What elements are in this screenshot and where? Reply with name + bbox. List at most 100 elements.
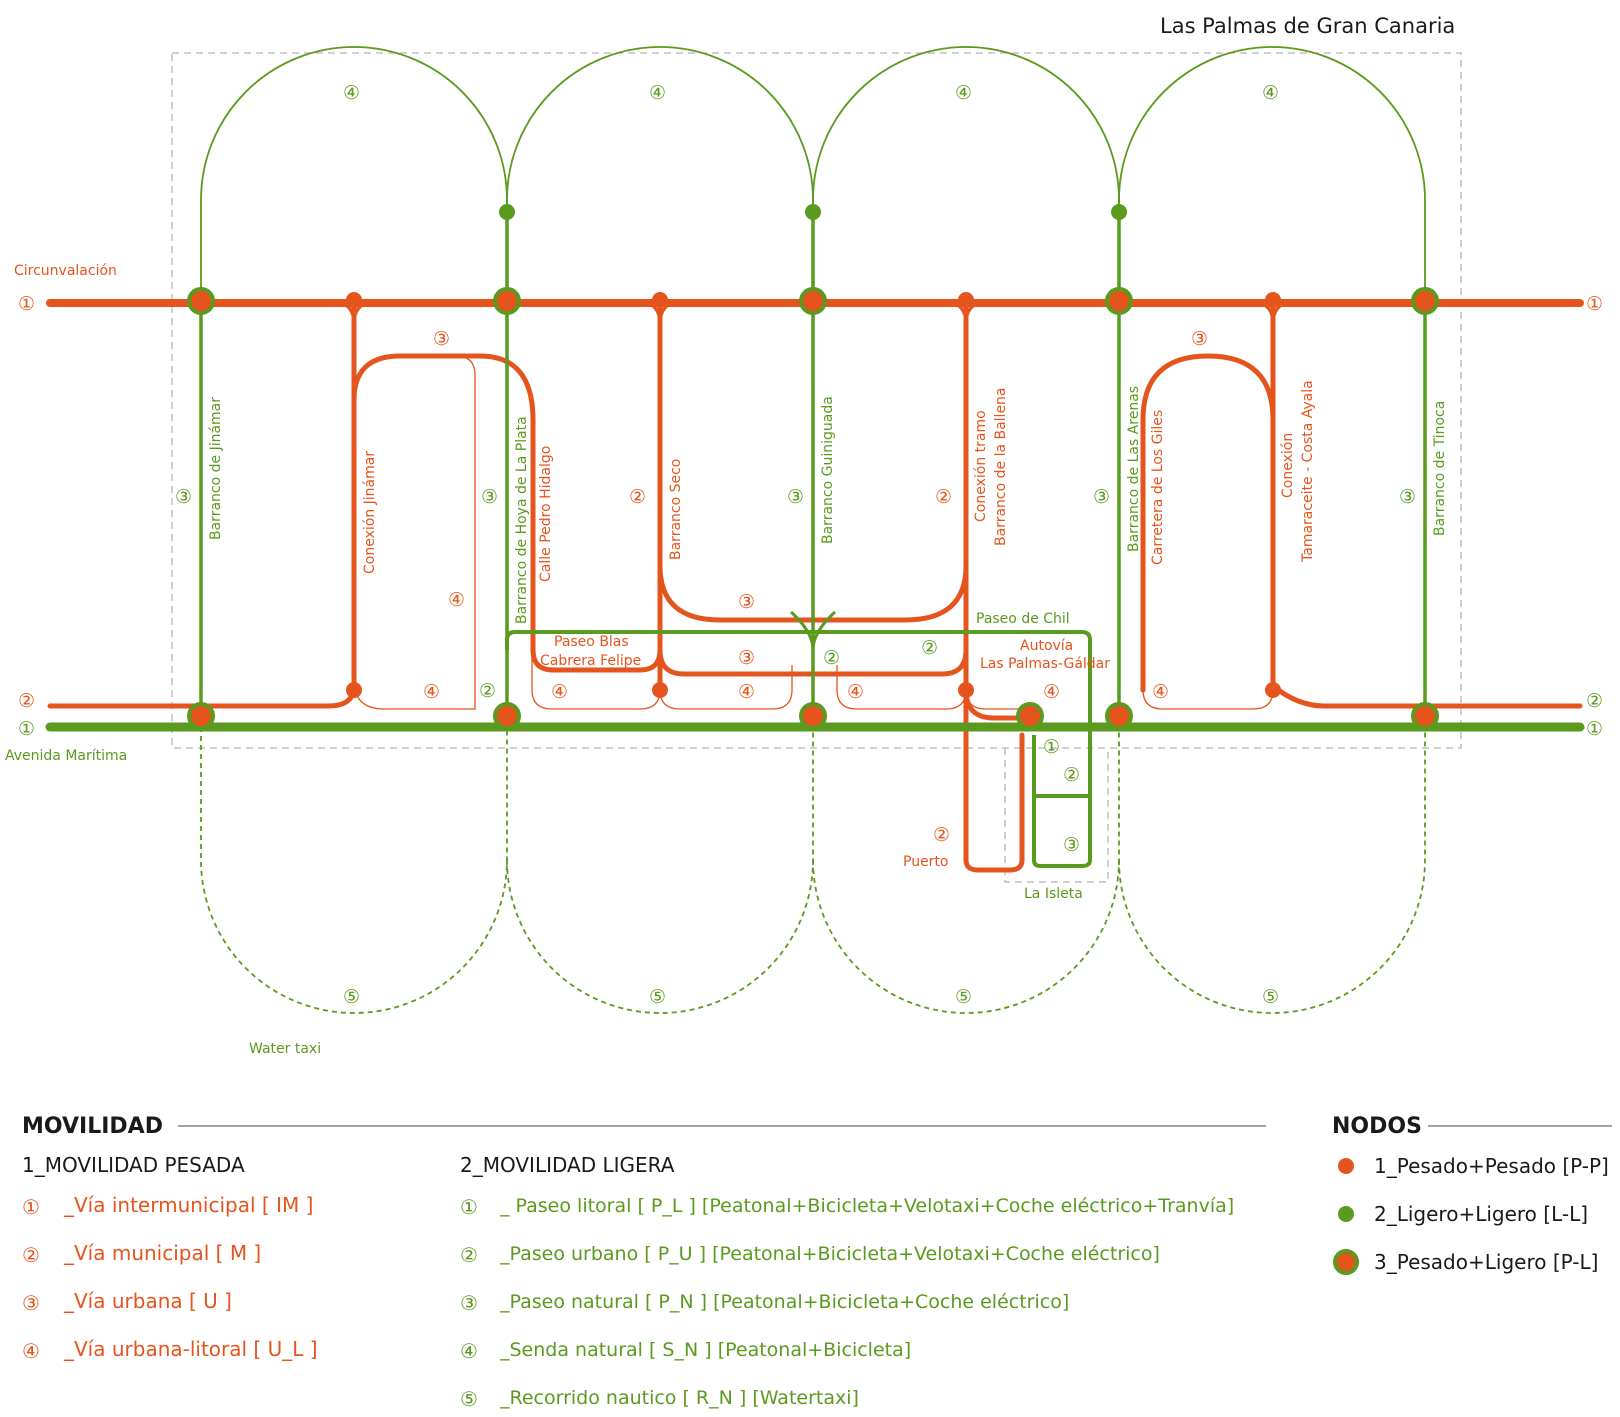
svg-text:②: ② [479,680,496,702]
legend-pesada-title: 1_MOVILIDAD PESADA [22,1153,245,1177]
svg-text:④: ④ [1043,681,1060,703]
label-la-isleta: La Isleta [1024,886,1083,902]
svg-text:⑤: ⑤ [1262,986,1279,1008]
markers-green-three: ③ ③ ③ ③ ③ ③ [175,486,1416,856]
legend-ligera-marker: ② [460,1243,478,1267]
svg-text:⑤: ⑤ [955,986,972,1008]
label-avenida-maritima: Avenida Marítima [5,748,127,764]
label-paseo-blas-2: Cabrera Felipe [540,653,641,669]
legend-ligera-item: _Recorrido nautico [ R_N ] [Watertaxi] [499,1387,859,1409]
legend-ligera-marker: ④ [460,1339,478,1363]
markers-green-one: ① ① ① [18,718,1603,758]
svg-text:①: ① [18,718,35,740]
legend-pesada-item: _Vía municipal [ M ] [63,1241,261,1265]
label-pedro-hidalgo: Calle Pedro Hidalgo [538,446,554,582]
orange-municipal-lines [47,300,1583,873]
svg-text:③: ③ [175,486,192,508]
label-jinamar: Barranco de Jinámar [208,397,224,540]
svg-text:①: ① [1586,293,1603,315]
svg-text:④: ④ [343,82,360,104]
legend-nodos: NODOS 1_Pesado+Pesado [P-P] 2_Ligero+Lig… [1332,1114,1612,1275]
nodes-light-light [499,204,1127,220]
legend-nodos-item: 2_Ligero+Ligero [L-L] [1374,1202,1588,1226]
markers-green-two: ② ② ② ② ② [479,637,1603,786]
svg-text:④: ④ [738,681,755,703]
svg-text:⑤: ⑤ [649,986,666,1008]
label-ballena-1: Conexión tramo [973,410,989,522]
markers-orange: ① ① ② ② ② ② ③ ③ ③ ③ ④ ④ ④ ④ ④ ④ ④ [18,293,1603,846]
svg-text:④: ④ [423,681,440,703]
green-paseo-urbano [505,610,1092,868]
node-heavy-heavy-icon [1338,1158,1354,1174]
svg-text:②: ② [935,486,952,508]
svg-text:②: ② [1063,764,1080,786]
node-light-light-icon [1338,1206,1354,1222]
label-autovia-2: Las Palmas-Gáldar [980,656,1110,672]
label-conexion-jinamar: Conexión Jinámar [362,451,378,574]
svg-text:②: ② [921,637,938,659]
city-frame [171,52,1462,749]
label-circunvalacion: Circunvalación [14,263,117,279]
svg-text:④: ④ [1152,681,1169,703]
svg-text:①: ① [18,293,35,315]
label-paseo-de-chil: Paseo de Chil [976,611,1070,627]
legend-pesada-marker: ① [22,1195,40,1219]
legend-pesada-item: _Vía urbana-litoral [ U_L ] [63,1337,318,1361]
markers-green-five: ⑤ ⑤ ⑤ ⑤ [343,986,1279,1008]
svg-text:⑤: ⑤ [343,986,360,1008]
legend-ligera-item: _Paseo natural [ P_N ] [Peatonal+Bicicle… [499,1291,1069,1313]
label-seco: Barranco Seco [668,459,684,560]
svg-text:②: ② [823,647,840,669]
svg-text:④: ④ [448,589,465,611]
label-las-arenas: Barranco de Las Arenas [1126,386,1142,552]
legend-pesada-marker: ② [22,1243,40,1267]
legend-movilidad-heading: MOVILIDAD [22,1114,163,1139]
svg-text:②: ② [1586,690,1603,712]
node-heavy-light-icon [1333,1249,1359,1275]
water-taxi-arches [200,727,1426,1014]
svg-text:③: ③ [481,486,498,508]
svg-text:③: ③ [1063,834,1080,856]
svg-text:③: ③ [787,486,804,508]
legend-nodos-item: 3_Pesado+Ligero [P-L] [1374,1250,1598,1274]
svg-text:④: ④ [1262,82,1279,104]
legend-pesada-item: _Vía urbana [ U ] [63,1289,232,1313]
svg-text:②: ② [629,486,646,508]
svg-text:③: ③ [1093,486,1110,508]
legend-pesada-marker: ④ [22,1339,40,1363]
markers-green-four: ④ ④ ④ ④ [343,82,1279,104]
legend-nodos-heading: NODOS [1332,1114,1422,1139]
svg-text:④: ④ [955,82,972,104]
label-los-giles: Carretera de Los Giles [1150,410,1166,565]
svg-text:②: ② [933,824,950,846]
isleta-frame [1004,748,1109,883]
legend-ligera-item: _ Paseo litoral [ P_L ] [Peatonal+Bicicl… [499,1195,1234,1217]
svg-text:③: ③ [738,647,755,669]
map-title: Las Palmas de Gran Canaria [1160,14,1455,38]
svg-text:①: ① [1043,736,1060,758]
legend-movilidad: MOVILIDAD 1_MOVILIDAD PESADA ① _Vía inte… [22,1114,1266,1411]
legend-nodos-item: 1_Pesado+Pesado [P-P] [1374,1154,1609,1178]
label-water-taxi: Water taxi [249,1041,321,1057]
legend-ligera-marker: ① [460,1195,478,1219]
svg-text:④: ④ [847,681,864,703]
svg-text:③: ③ [1399,486,1416,508]
label-hoya-plata: Barranco de Hoya de La Plata [514,416,530,624]
svg-text:③: ③ [1191,328,1208,350]
legend-pesada-item: _Vía intermunicipal [ IM ] [63,1193,313,1217]
svg-text:①: ① [1586,718,1603,740]
label-paseo-blas-1: Paseo Blas [554,634,629,650]
legend-ligera-marker: ③ [460,1291,478,1315]
green-arches [200,46,1426,303]
label-tamaraceite-2: Tamaraceite - Costa Ayala [1300,380,1316,563]
nodes-heavy-light [187,287,1439,730]
label-autovia-1: Autovía [1020,638,1073,654]
legend-ligera-marker: ⑤ [460,1387,478,1411]
svg-text:③: ③ [433,328,450,350]
svg-text:②: ② [18,690,35,712]
legend-ligera-item: _Senda natural [ S_N ] [Peatonal+Bicicle… [499,1339,911,1361]
legend-ligera-item: _Paseo urbano [ P_U ] [Peatonal+Biciclet… [499,1243,1160,1265]
svg-text:③: ③ [738,591,755,613]
legend-pesada-marker: ③ [22,1291,40,1315]
label-ballena-2: Barranco de la Ballena [993,387,1009,546]
